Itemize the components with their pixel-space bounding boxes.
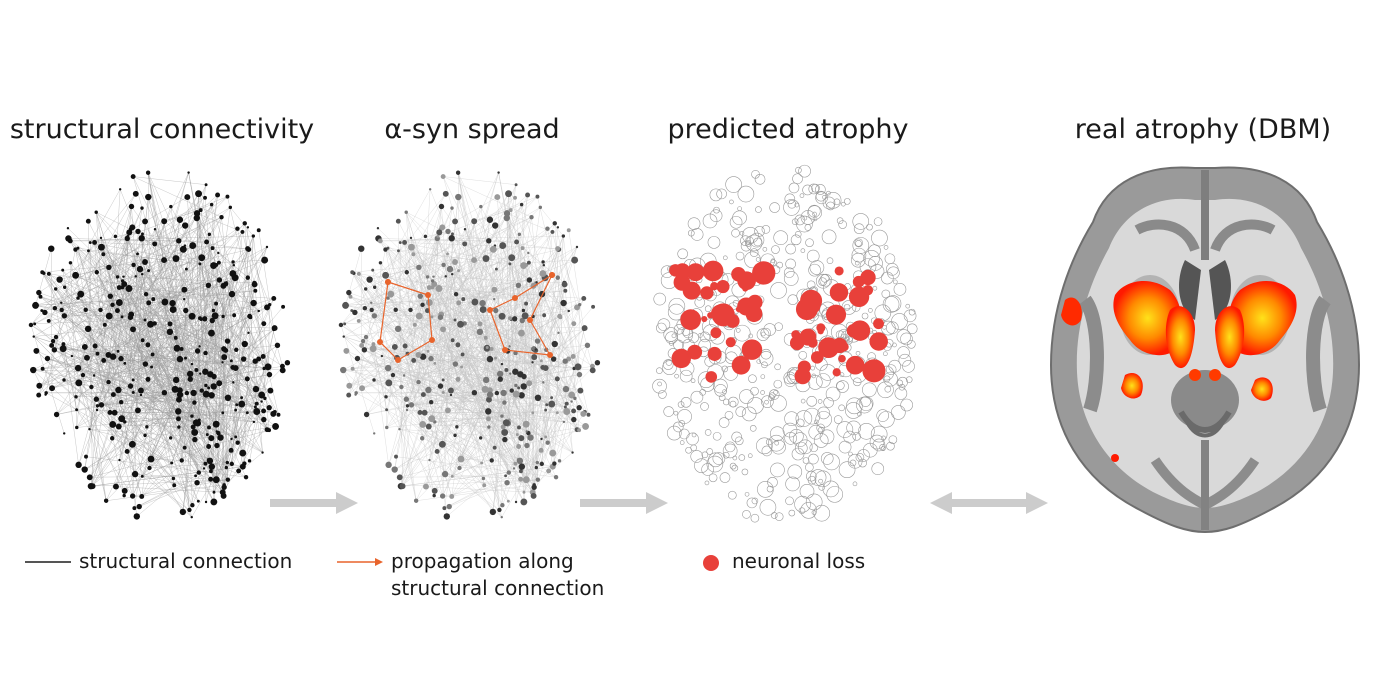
- nodes: [338, 170, 601, 520]
- connection-line-icon: [25, 561, 71, 563]
- legend-neuronal-loss: neuronal loss: [700, 548, 920, 578]
- propagation-arrow-icon: [337, 558, 383, 566]
- legend-propagation: propagation along structural connection: [337, 548, 627, 608]
- title-asyn-spread: α-syn spread: [384, 114, 560, 145]
- edges: [30, 172, 288, 518]
- asyn-spread-network: [338, 170, 601, 520]
- title-structural-connectivity: structural connectivity: [9, 114, 315, 145]
- arrow-spread-to-predicted: [580, 492, 668, 514]
- neuronal-loss-dot-icon: [703, 555, 719, 571]
- arrow-connectivity-to-spread: [270, 492, 358, 514]
- predicted-atrophy-map: [652, 164, 918, 523]
- legend-structural-connection: structural connection: [25, 548, 325, 578]
- structural-connectivity-network: [28, 170, 291, 520]
- real-atrophy-mri-slice: [1049, 166, 1361, 534]
- title-real-atrophy: real atrophy (DBM): [1074, 114, 1332, 145]
- title-predicted-atrophy: predicted atrophy: [667, 114, 909, 145]
- neuronal-loss-circles: [669, 260, 888, 385]
- nodes: [28, 170, 291, 520]
- propagation-paths: [377, 272, 555, 363]
- edges: [340, 172, 598, 518]
- arrow-predicted-vs-real: [930, 492, 1048, 514]
- atrophy-overlay: [1061, 280, 1297, 462]
